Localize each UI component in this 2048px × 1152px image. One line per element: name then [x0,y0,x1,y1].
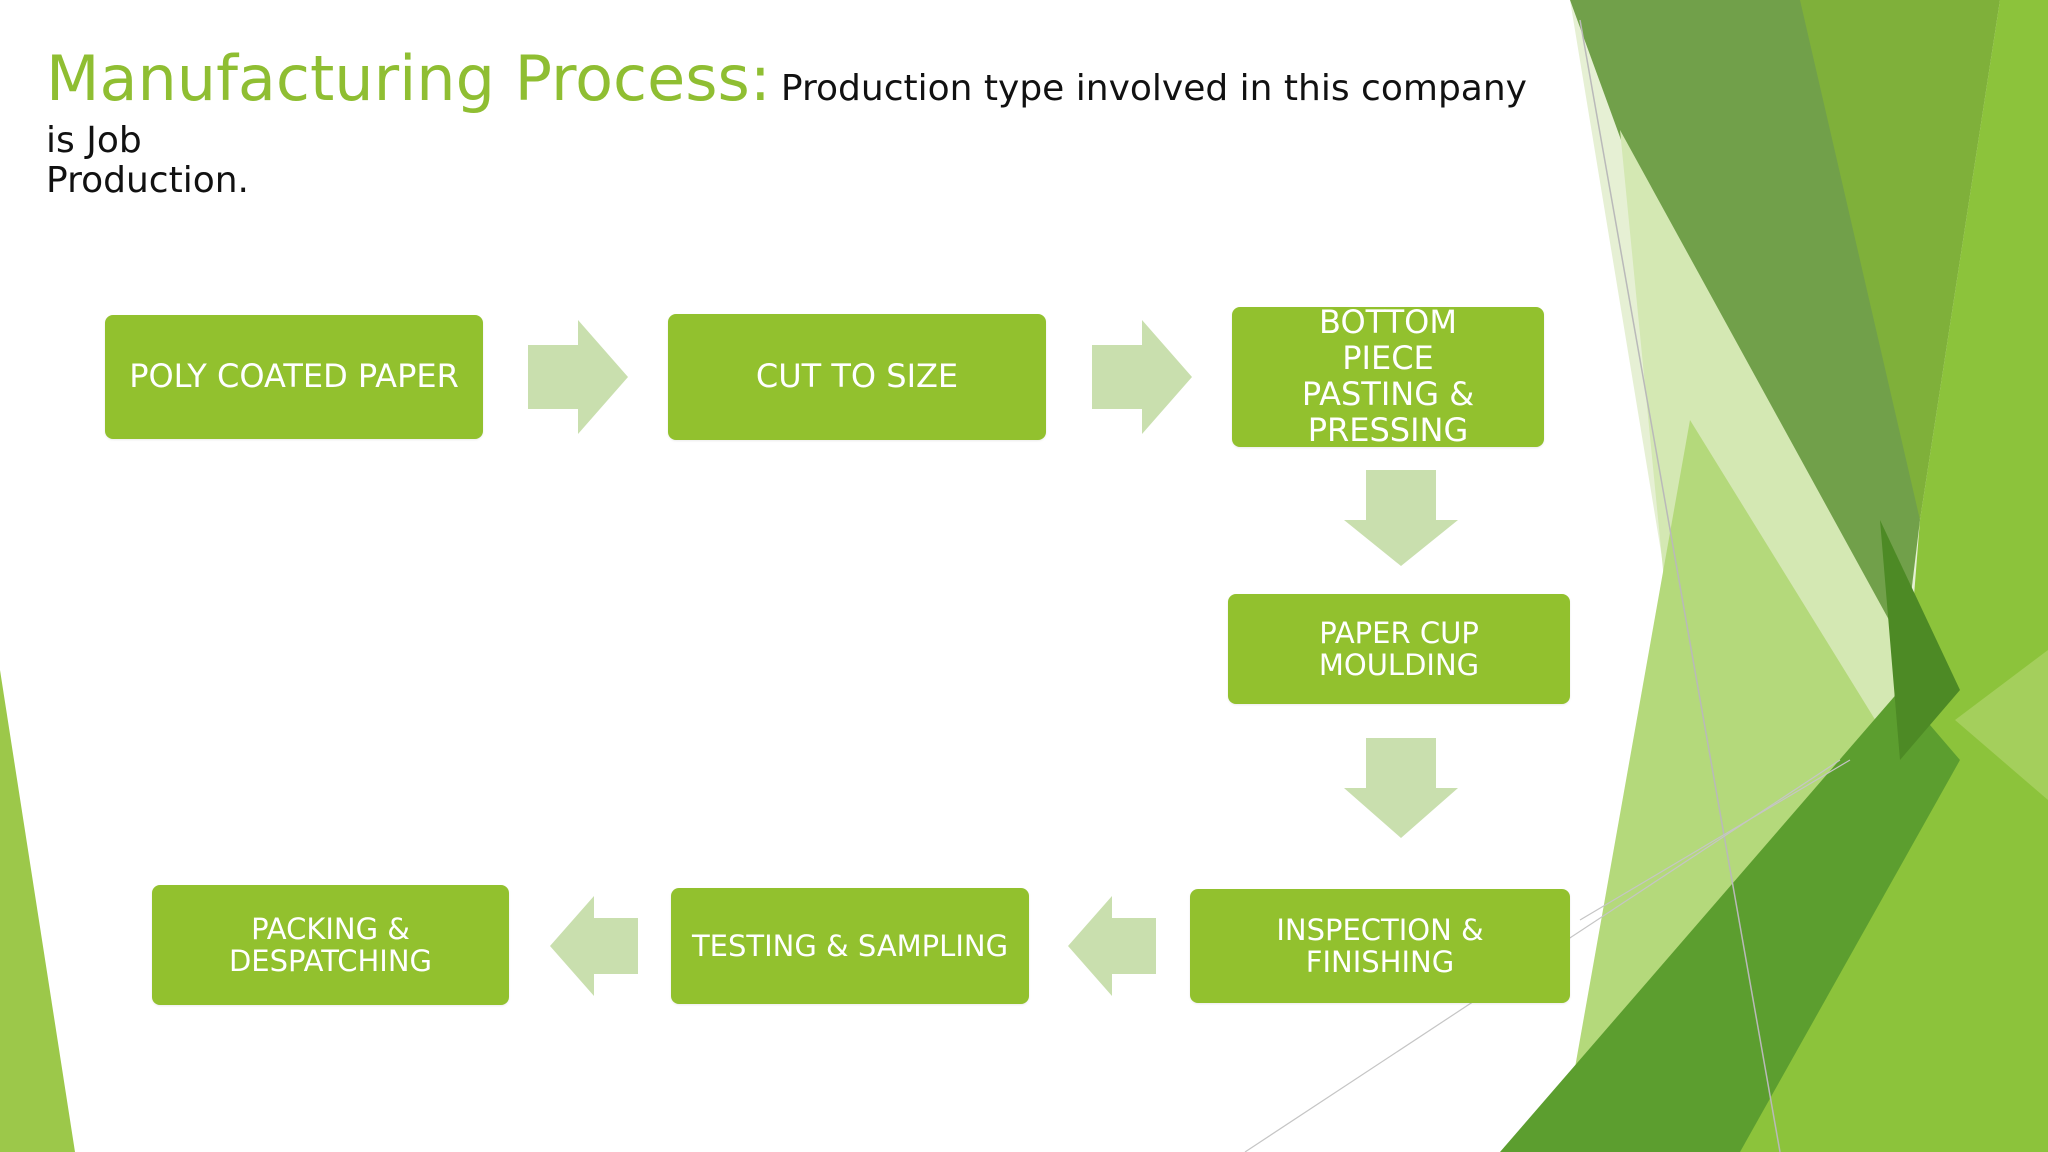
right-facet-green [1740,700,2048,1152]
arrow-down-1-shape [1344,470,1458,566]
title-subtitle-continuation: Production. [46,159,249,201]
arrow-down-2 [1344,738,1458,838]
arrow-left-1 [1068,896,1156,996]
step-bottom-piece-pasting-pressing: BOTTOM PIECE PASTING & PRESSING [1232,304,1544,448]
arrow-right-1 [528,320,628,434]
arrow-left-1-shape [1068,896,1156,996]
step-paper-cup-moulding: PAPER CUP MOULDING [1228,594,1570,704]
arrow-down-1 [1344,470,1458,566]
step-testing-sampling: TESTING & SAMPLING [671,888,1029,1004]
arrow-right-2-shape [1092,320,1192,434]
step-packing-despatching: PACKING & DESPATCHING [152,885,509,1005]
right-facet-mid [1800,0,2000,520]
deco-line-1 [1579,19,1781,1152]
right-facet-light-strip [1955,650,2048,800]
step-poly-coated-paper: POLY COATED PAPER [105,315,483,439]
title-main: Manufacturing Process: [46,42,771,115]
arrow-left-2-shape [550,896,638,996]
arrow-left-2 [550,896,638,996]
arrow-right-1-shape [528,320,628,434]
left-green-facet [0,670,75,1152]
right-facet-olive-band [1880,520,1960,760]
step-cut-to-size: CUT TO SIZE [668,314,1046,440]
title-subtitle: Production type involved in this company… [46,68,1527,161]
arrow-right-2 [1092,320,1192,434]
slide-title: Manufacturing Process: Production type i… [46,40,1546,199]
step-inspection-finishing: INSPECTION & FINISHING [1190,889,1570,1003]
arrow-down-2-shape [1344,738,1458,838]
deco-line-3 [1579,759,1851,921]
